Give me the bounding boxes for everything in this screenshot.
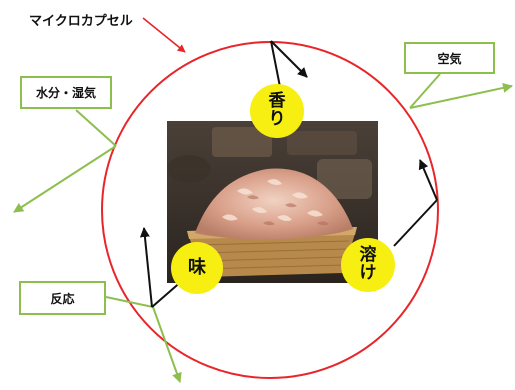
top-outgoing-arrow: [270, 40, 308, 78]
green-arrows: [13, 73, 513, 383]
microcapsule-label: マイクロカプセル: [29, 14, 133, 29]
left-outgoing-arrow: [139, 227, 153, 308]
air-connector: [409, 73, 441, 109]
moisture-arrow: [13, 145, 117, 213]
top-stem: [270, 40, 282, 93]
dissolve-label-line1: 溶: [359, 245, 377, 266]
moisture-label-box: 水分・湿気: [20, 76, 112, 109]
aroma-label-line1: 香: [268, 91, 286, 112]
reaction-label-box: 反応: [19, 281, 106, 315]
right-outgoing-arrow: [418, 159, 438, 201]
dissolve-label-line2: け: [359, 263, 377, 283]
air-label-box: 空気: [404, 42, 495, 74]
right-stem: [393, 199, 438, 247]
aroma-label-line2: り: [268, 109, 286, 129]
reaction-connector: [105, 296, 154, 308]
reaction-arrow: [152, 306, 182, 383]
katsuobushi-photo: [167, 121, 378, 283]
moisture-connector: [75, 109, 117, 147]
air-arrow: [409, 83, 513, 109]
capsule-outline: [101, 41, 439, 379]
aroma-circle: 香 り: [250, 84, 304, 138]
capsule-pointer-arrow: [142, 17, 186, 53]
black-arrows: [139, 40, 438, 308]
taste-circle: 味: [171, 242, 223, 294]
dissolve-circle: 溶 け: [341, 238, 395, 292]
taste-label: 味: [188, 256, 206, 278]
